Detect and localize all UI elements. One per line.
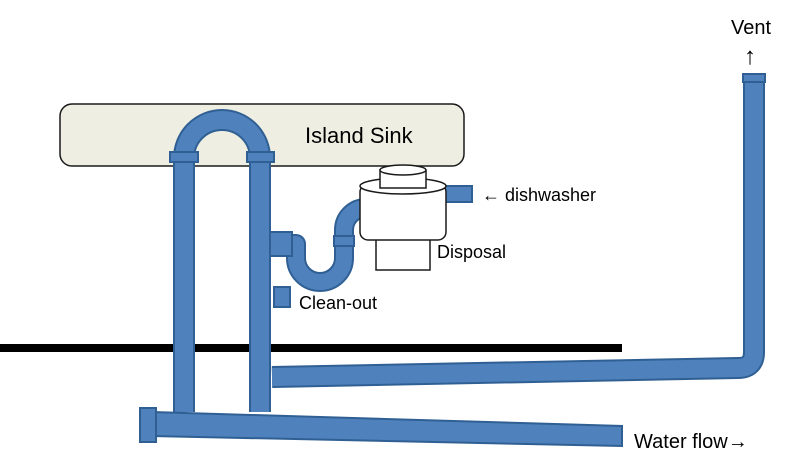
vent-arrow: ↑ bbox=[744, 43, 756, 70]
p-trap-pipe bbox=[269, 198, 367, 292]
island-loop-pipe bbox=[169, 109, 275, 412]
water-flow-label: Water flow→ bbox=[634, 431, 748, 453]
clean-out-label: Clean-out bbox=[299, 293, 377, 313]
dishwasher-label: ← dishwasher bbox=[482, 185, 596, 205]
clean-out-plug bbox=[273, 286, 291, 308]
island-sink-label: Island Sink bbox=[305, 123, 414, 148]
floor-line bbox=[0, 344, 622, 352]
vent-label: Vent bbox=[731, 17, 771, 39]
vent-pipe bbox=[271, 73, 766, 388]
disposal-label: Disposal bbox=[437, 242, 506, 262]
garbage-disposal bbox=[359, 164, 447, 271]
main-drain-pipe bbox=[139, 407, 623, 448]
